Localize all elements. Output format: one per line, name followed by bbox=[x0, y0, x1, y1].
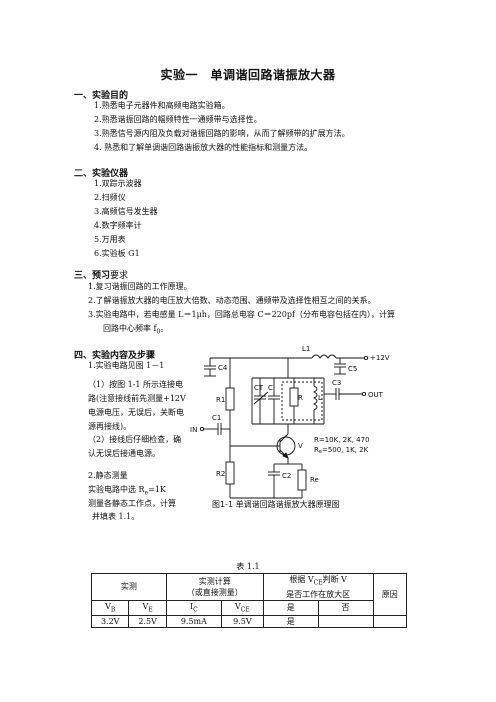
table-caption: 表 1.1 bbox=[236, 562, 260, 571]
label-c: C bbox=[268, 384, 273, 392]
static-line: 测量各静态工作点，计算 bbox=[88, 499, 176, 508]
table-cell: 2.5V bbox=[128, 615, 167, 629]
table-subheader: VB bbox=[90, 599, 130, 617]
preview-item: 2.了解谐振放大器的电压放大倍数、动态范围、通频带及选择性相互之间的关系。 bbox=[88, 296, 376, 305]
label-c2: C2 bbox=[282, 472, 291, 480]
table-header: 实测 bbox=[91, 573, 167, 601]
label-c1: C1 bbox=[212, 414, 221, 422]
table-cell: 9.5mA bbox=[165, 615, 223, 629]
figure-caption: 图1-1 单调谐回路谐振放大器原理图 bbox=[212, 500, 340, 509]
purpose-item: 2.熟悉谐振回路的幅频特性一通频带与选择性。 bbox=[94, 115, 262, 124]
instrument-item: 5.万用表 bbox=[94, 235, 126, 244]
static-line: 并填表 1.1。 bbox=[92, 512, 140, 521]
section-heading-procedure: 四、实验内容及步骤 bbox=[74, 351, 156, 361]
preview-item: 3.实验电路中，若电感量 L＝1μh，回路总电容 C＝220pf（分布电容包括在… bbox=[88, 310, 395, 319]
label-r: R bbox=[298, 394, 303, 402]
table-cell bbox=[317, 615, 374, 629]
static-line: 实验电路中选 Re=1K bbox=[88, 485, 166, 497]
preview-item: 1.复习谐振回路的工作原理。 bbox=[88, 282, 192, 291]
label-l1: L1 bbox=[302, 345, 310, 353]
table-cell: 3.2V bbox=[90, 615, 130, 629]
procedure-step-1: （1）按图 1-1 所示连接电路(注意接线前先测量+12V 电源电压，无误后，关… bbox=[88, 380, 186, 431]
preview-item-formula: 回路中心频率 f0。 bbox=[103, 324, 169, 336]
table-cell bbox=[372, 615, 408, 629]
circuit-diagram: L1 +12V C4 C5 R1 CT C R L C3 OUT C1 IN V… bbox=[190, 345, 390, 499]
section-heading-purpose: 一、实验目的 bbox=[74, 91, 129, 101]
label-12v: +12V bbox=[370, 354, 390, 362]
section-heading-instruments: 二、实验仪器 bbox=[74, 169, 129, 179]
label-c3: C3 bbox=[332, 379, 341, 387]
table-header: 实测计算（或直接测量） bbox=[165, 573, 264, 601]
instrument-item: 1.双踪示波器 bbox=[94, 179, 142, 188]
label-in: IN bbox=[190, 426, 197, 434]
table-subheader: IC bbox=[165, 599, 223, 617]
section-heading-preview: 三、预习要求 bbox=[74, 271, 129, 281]
label-c4: C4 bbox=[218, 364, 228, 372]
instrument-item: 6.实验板 G1 bbox=[94, 249, 140, 258]
static-heading: 2.静态测量 bbox=[88, 471, 128, 480]
label-v: V bbox=[298, 442, 303, 450]
procedure-line: 1.实验电路见图 1－1 bbox=[88, 361, 165, 370]
table-cell: 9.5V bbox=[221, 615, 264, 629]
label-out: OUT bbox=[368, 391, 384, 399]
label-l: L bbox=[318, 394, 322, 402]
label-r1: R1 bbox=[216, 396, 225, 404]
table-row: 3.2V 2.5V 9.5mA 9.5V 是 bbox=[90, 615, 408, 629]
page-title: 实验一 单调谐回路谐振放大器 bbox=[160, 68, 336, 82]
label-re-values: Re=500, 1K, 2K bbox=[314, 446, 369, 455]
table-subheader: 否 bbox=[317, 599, 374, 617]
table-subheader: VCE bbox=[221, 599, 264, 617]
instrument-item: 4.数字频率计 bbox=[94, 221, 142, 230]
label-r-values: R=10K, 2K, 470 bbox=[314, 436, 370, 444]
label-ct: CT bbox=[254, 384, 264, 392]
table-cell: 是 bbox=[262, 615, 319, 629]
procedure-step-2: （2）接线后仔细检查，确认无误后接通电源。 bbox=[88, 435, 182, 458]
table-header: 原因 bbox=[372, 572, 408, 617]
instrument-item: 3.高频信号发生器 bbox=[94, 207, 158, 216]
purpose-item: 4. 熟悉和了解单调谐回路谐振放大器的性能指标和测量方法。 bbox=[94, 143, 313, 152]
label-r2: R2 bbox=[216, 470, 225, 478]
label-re: Re bbox=[310, 476, 319, 484]
purpose-item: 1.熟悉电子元器件和高频电路实验箱。 bbox=[94, 101, 230, 110]
label-c5: C5 bbox=[348, 365, 357, 373]
purpose-item: 3.熟悉信号源内阻及负载对谐振回路的影响，从而了解频带的扩展方法。 bbox=[94, 129, 350, 138]
table-subheader: VE bbox=[128, 599, 167, 617]
instrument-item: 2.扫频仪 bbox=[94, 193, 126, 202]
table-subheader: 是 bbox=[262, 599, 319, 617]
